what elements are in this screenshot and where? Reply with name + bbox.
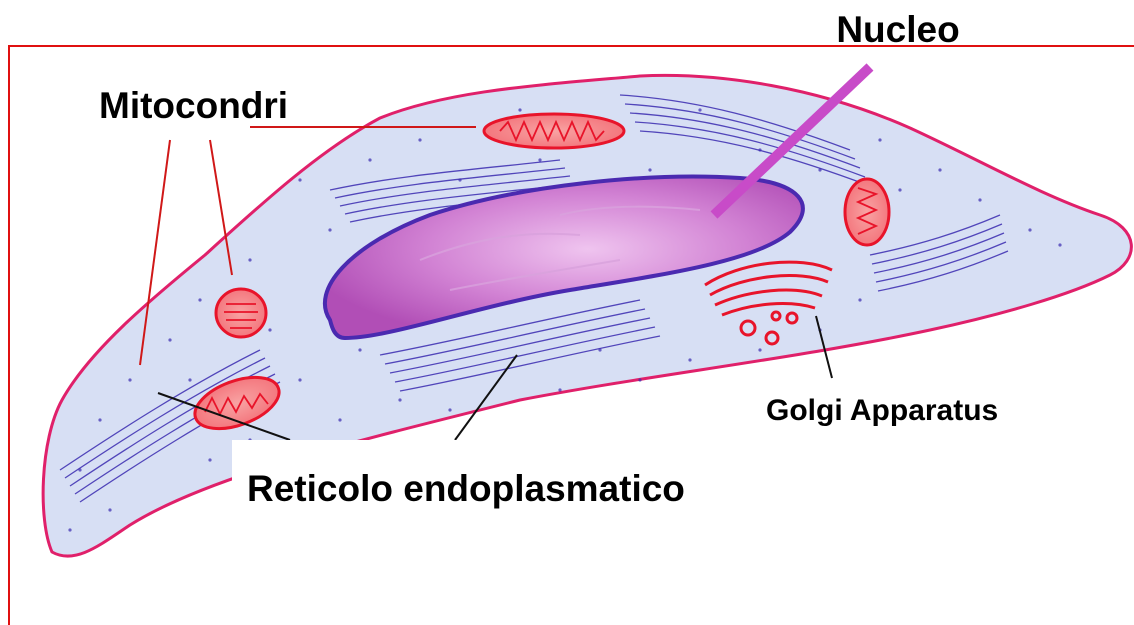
label-golgi-apparatus: Golgi Apparatus xyxy=(766,394,998,427)
label-mitocondri: Mitocondri xyxy=(99,85,288,126)
label-reticolo-endoplasmatico: Reticolo endoplasmatico xyxy=(247,468,685,509)
label-nucleo: Nucleo xyxy=(836,9,959,50)
mitochondrion-left xyxy=(216,289,266,337)
mitochondrion-right xyxy=(845,179,889,245)
mitochondrion-top xyxy=(484,114,624,148)
